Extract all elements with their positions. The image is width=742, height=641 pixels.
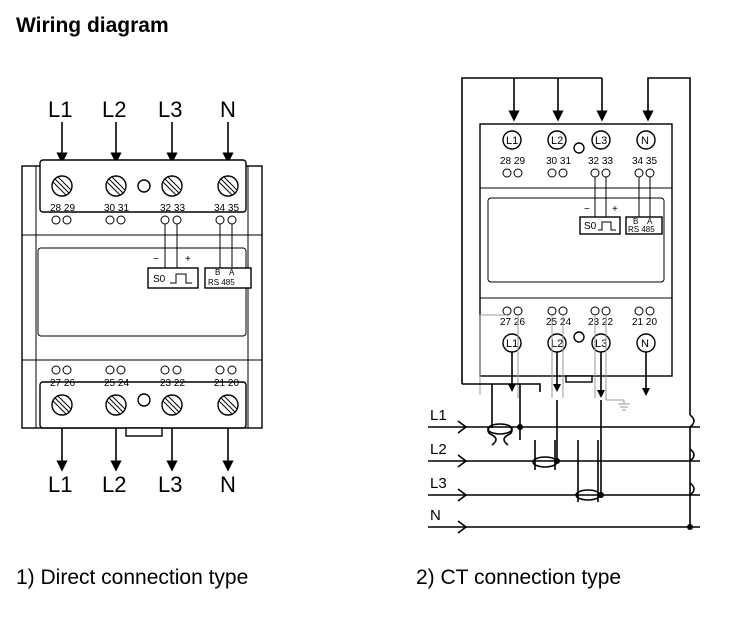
s0-minus-label: − — [584, 204, 590, 215]
ct-line-label: L3 — [430, 475, 447, 492]
s0-label: S0 — [584, 221, 597, 232]
ct-terminal-label: L2 — [551, 135, 563, 147]
ct-terminal-label: L3 — [595, 135, 607, 147]
screw-icon — [161, 175, 183, 197]
terminal-number: 32 33 — [588, 156, 613, 167]
ct-line-label: N — [430, 507, 441, 524]
screw-icon — [51, 394, 73, 416]
page-title: Wiring diagram — [16, 14, 169, 37]
terminal-number: 27 26 — [50, 378, 75, 389]
screw-icon — [105, 175, 127, 197]
terminal-number: 27 26 — [500, 317, 525, 328]
ct-terminal-label: L3 — [595, 338, 607, 350]
direct-lcd-window — [37, 247, 247, 337]
ct-line-label: L2 — [430, 441, 447, 458]
s0-plus-label: + — [185, 254, 191, 265]
ct-rs485-box — [625, 216, 663, 235]
direct-top-label: L3 — [158, 97, 182, 122]
terminal-number: 25 24 — [104, 378, 129, 389]
s0-plus-label: + — [612, 204, 618, 215]
terminal-number: 32 33 — [160, 203, 185, 214]
terminal-number: 28 29 — [50, 203, 75, 214]
direct-connection-caption: 1) Direct connection type — [16, 566, 249, 589]
current-transformer-icon — [487, 423, 513, 446]
screw-icon — [51, 175, 73, 197]
terminal-number: 28 29 — [500, 156, 525, 167]
terminal-number: 21 20 — [214, 378, 239, 389]
terminal-circle-icon — [502, 130, 656, 150]
screw-icon — [161, 394, 183, 416]
ct-feed-wire — [461, 77, 602, 384]
terminal-number: 30 31 — [104, 203, 129, 214]
rs485-label: RS 485 — [628, 225, 655, 234]
ct-terminal-label: N — [641, 135, 649, 147]
ct-lcd-window — [487, 197, 665, 283]
direct-top-label: L2 — [102, 97, 126, 122]
terminal-number: 23 22 — [160, 378, 185, 389]
seal-hole-icon — [573, 142, 585, 154]
s0-minus-label: − — [153, 254, 159, 265]
pulse-icon — [170, 273, 192, 284]
rs485-b-label: B — [633, 217, 638, 226]
ct-terminal-label: L2 — [551, 338, 563, 350]
ct-terminal-label: N — [641, 338, 649, 350]
rs485-a-label: A — [229, 268, 235, 277]
din-clip — [125, 427, 163, 437]
s0-label: S0 — [153, 274, 166, 285]
terminal-number: 34 35 — [214, 203, 239, 214]
direct-bottom-label: N — [220, 472, 236, 497]
terminal-number: 34 35 — [632, 156, 657, 167]
ct-connection-caption: 2) CT connection type — [416, 566, 622, 589]
direct-bottom-label: L1 — [48, 472, 72, 497]
terminal-number: 21 20 — [632, 317, 657, 328]
screw-icon — [105, 394, 127, 416]
direct-top-label: L1 — [48, 97, 72, 122]
seal-hole-icon — [573, 331, 585, 343]
terminal-number: 30 31 — [546, 156, 571, 167]
screw-icon — [217, 175, 239, 197]
ct-neutral-feed-wire — [642, 77, 691, 415]
terminal-number: 23 22 — [588, 317, 613, 328]
terminal-hole-icon — [51, 365, 237, 375]
pulse-icon — [598, 221, 616, 231]
seal-hole-icon — [137, 393, 151, 407]
ct-terminal-label: L1 — [506, 338, 518, 350]
terminal-hole-icon — [502, 306, 655, 316]
current-transformer-icon — [575, 440, 601, 502]
ct-connection-diagram: L1 L2 L3 N 28 29 30 31 32 33 34 35 − + S… — [428, 77, 700, 534]
terminal-number: 25 24 — [546, 317, 571, 328]
rs485-label: RS 485 — [208, 278, 235, 287]
direct-connection-diagram: L1 L2 L3 N 28 29 30 31 32 33 34 35 — [21, 97, 263, 497]
direct-bottom-label: L2 — [102, 472, 126, 497]
screw-icon — [217, 394, 239, 416]
ct-terminal-label: L1 — [506, 135, 518, 147]
direct-top-label: N — [220, 97, 236, 122]
din-clip — [565, 375, 593, 383]
current-transformer-icon — [532, 440, 558, 470]
ct-line-label: L1 — [430, 407, 447, 424]
direct-rs485-box — [204, 267, 252, 289]
rs485-a-label: A — [647, 217, 653, 226]
rs485-b-label: B — [215, 268, 220, 277]
direct-bottom-label: L3 — [158, 472, 182, 497]
ct-s0-output-box — [579, 216, 621, 235]
seal-hole-icon — [137, 179, 151, 193]
